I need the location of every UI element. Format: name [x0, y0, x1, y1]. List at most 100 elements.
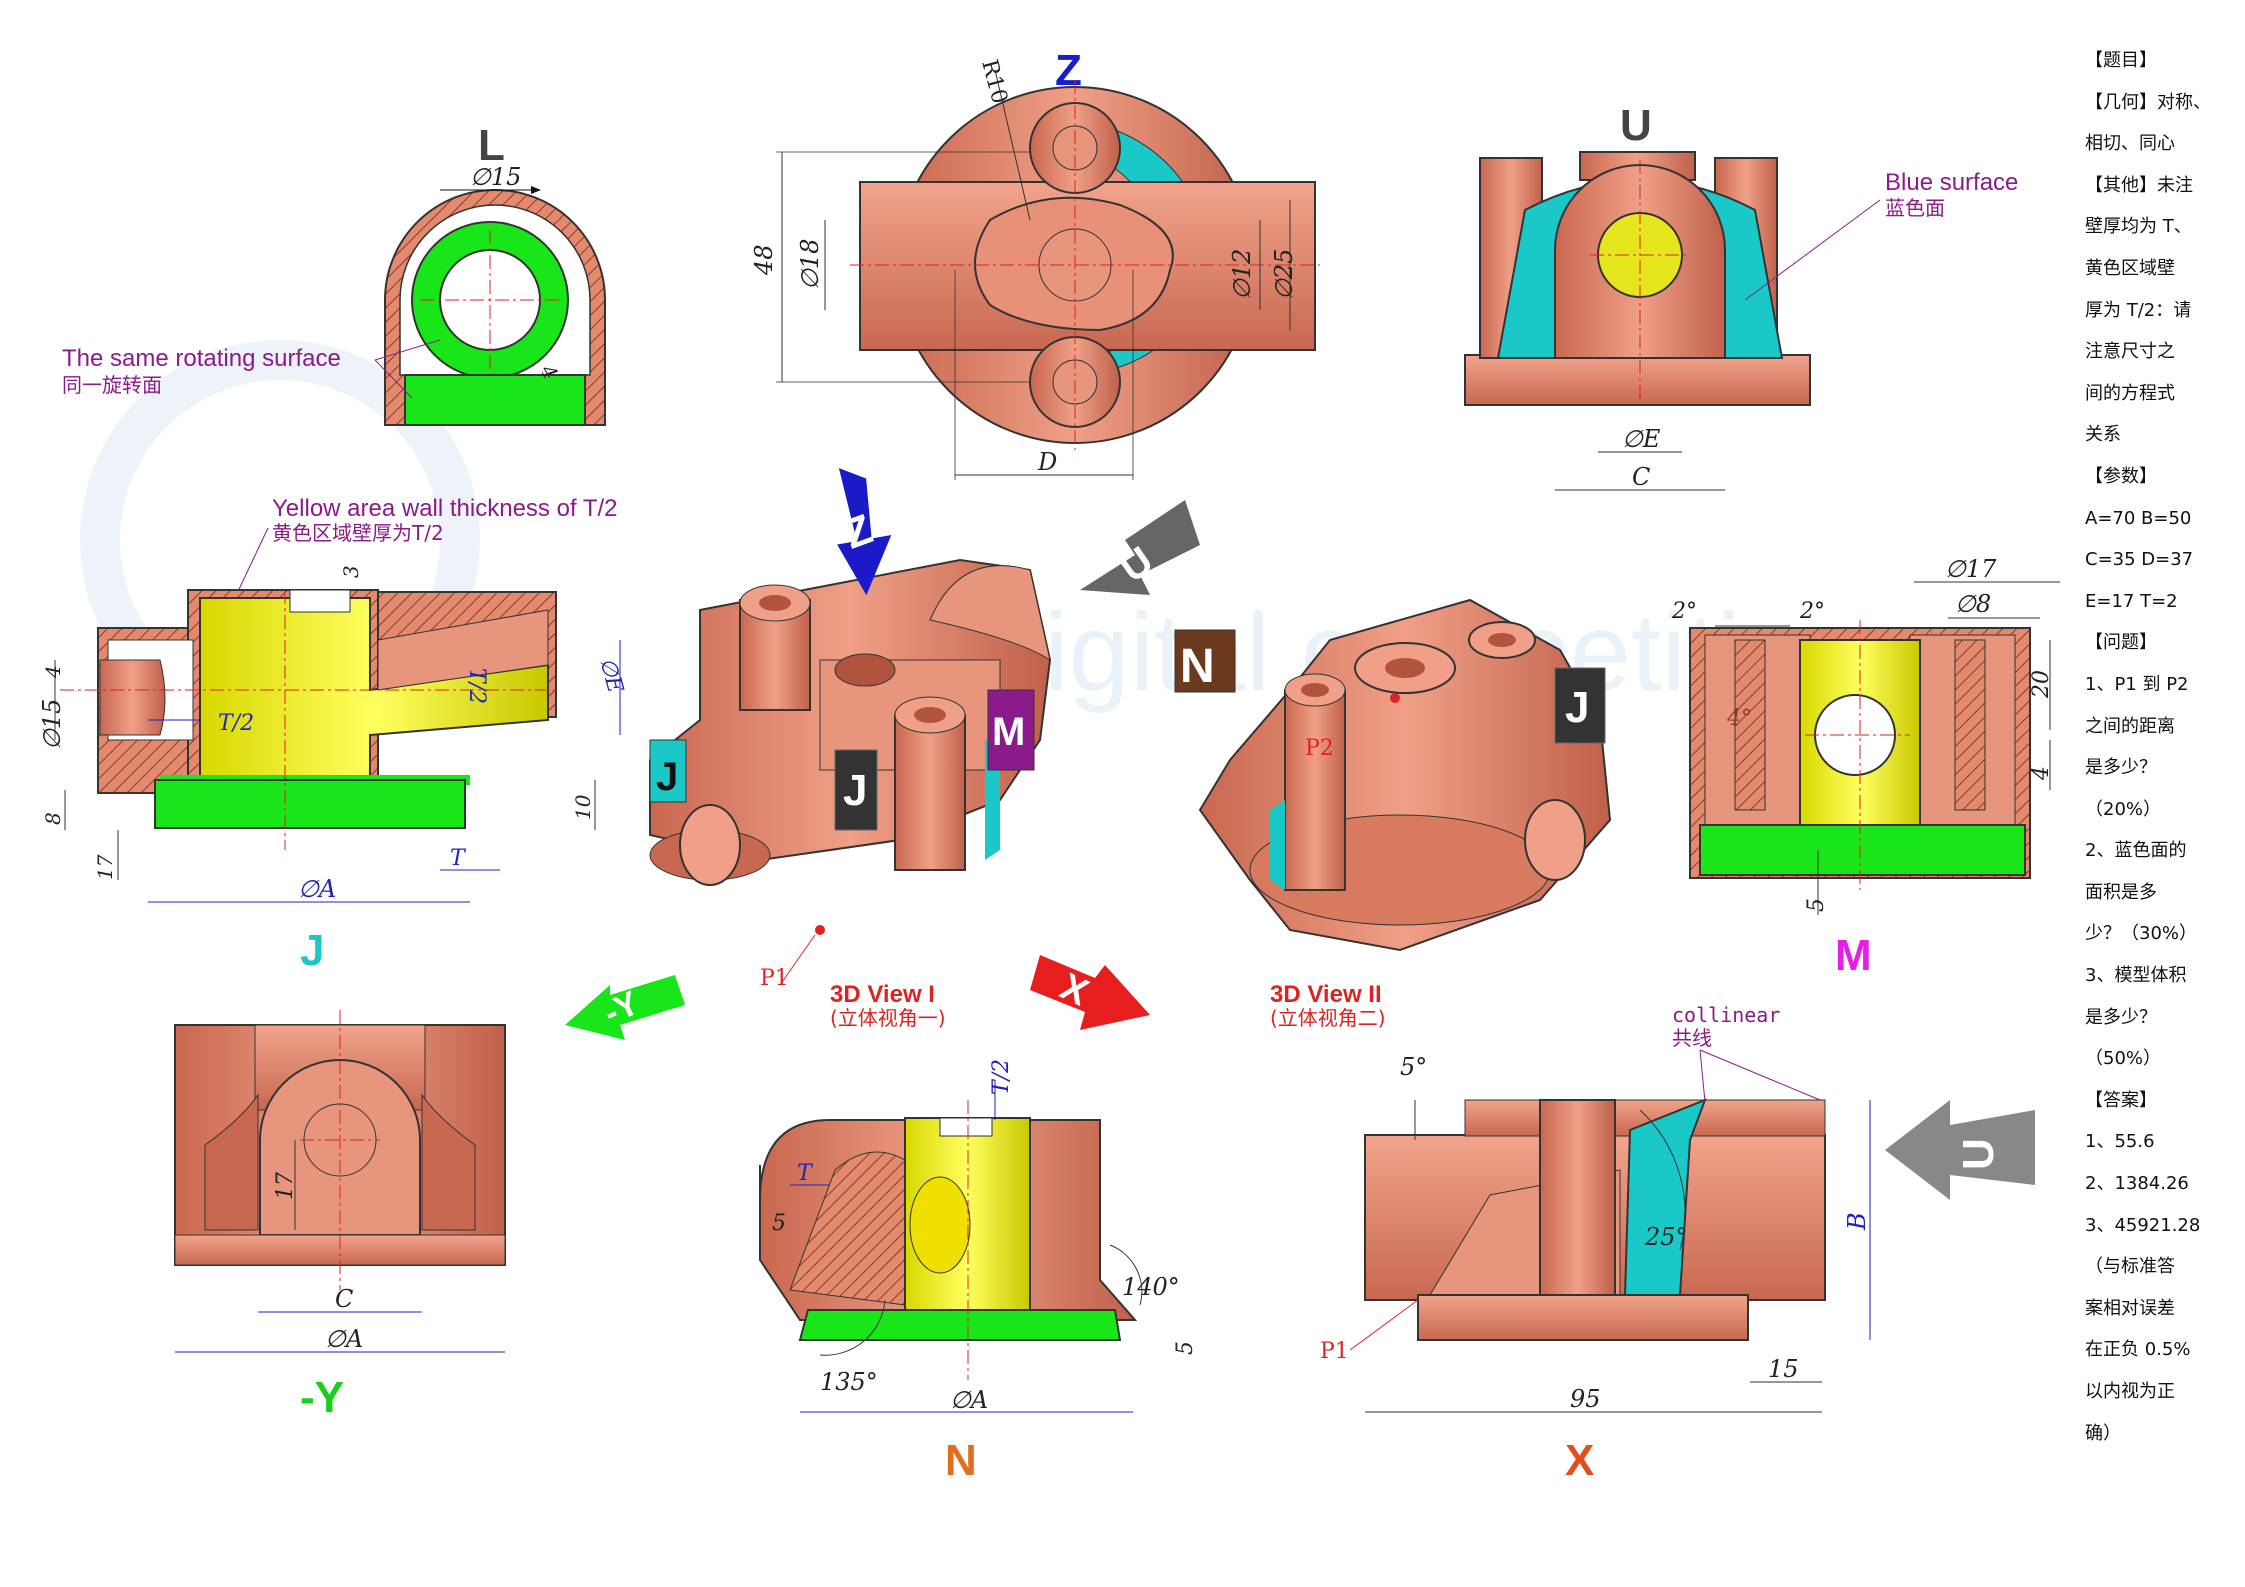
dim-U-phiE: ∅E — [1622, 425, 1661, 453]
view-U-label: U — [1620, 101, 1652, 150]
dim-N-T: T — [797, 1161, 814, 1186]
sidebar-line: 是多少？ — [2085, 1006, 2157, 1028]
iso2-sub: (立体视角二) — [1270, 1006, 1386, 1030]
dim-J-T2-b: T/2 — [464, 668, 489, 704]
sidebar-line: E=17 T=2 — [2085, 590, 2178, 612]
note-U-en: Blue surface — [1885, 169, 2018, 196]
sidebar-line: 以内视为正 — [2085, 1381, 2175, 1402]
sidebar-line: C=35 D=37 — [2085, 549, 2194, 571]
sidebar-line: A=70 B=50 — [2085, 507, 2192, 529]
dim-N-5b: 5 — [1173, 1341, 1198, 1355]
sidebar-line: 厚为 T/2：请 — [2085, 299, 2192, 321]
dim-J-8: 8 — [41, 812, 65, 825]
dim-U-C: C — [1632, 463, 1650, 491]
dim-Z-R10: R10 — [976, 57, 1012, 107]
view-Z: Z 48 ∅18 ∅12 ∅25 D R10 — [750, 46, 1320, 480]
sidebar-line: 关系 — [2085, 424, 2121, 446]
dim-Z-D: D — [1037, 448, 1057, 476]
dim-N-5a: 5 — [772, 1211, 786, 1236]
view-X: 5° collinear 共线 25° B P1 15 95 X — [1320, 1003, 1871, 1485]
view-Y-label: -Y — [300, 1373, 344, 1422]
sidebar-line: 是多少？ — [2085, 757, 2157, 779]
view-N-label: N — [945, 1436, 977, 1485]
sidebar-line: 1、P1 到 P2 — [2085, 673, 2189, 695]
dim-J-phiE: ∅E — [594, 655, 627, 696]
sidebar-line: 【几何】对称、 — [2085, 91, 2211, 113]
dim-M-2b: 2° — [1799, 599, 1825, 624]
dim-Z-phi18: ∅18 — [796, 239, 824, 290]
dim-J-17: 17 — [93, 854, 117, 880]
dim-Y-17: 17 — [273, 1172, 298, 1200]
dim-J-3: 3 — [339, 565, 363, 578]
dim-J-phi15: ∅15 — [38, 699, 66, 750]
sidebar-line: 黄色区域壁 — [2085, 257, 2175, 279]
sidebar-line: 3、45921.28 — [2085, 1214, 2201, 1236]
sidebar-line: 3、模型体积 — [2085, 965, 2187, 987]
dim-M-20: 20 — [2029, 670, 2054, 699]
sidebar-line: （50%） — [2085, 1048, 2162, 1070]
sidebar-line: 少？（30%） — [2085, 923, 2198, 945]
sidebar-line: 2、1384.26 — [2085, 1173, 2189, 1195]
u-view-arrow: U — [1885, 1100, 2035, 1200]
view-L-label: L — [478, 121, 505, 170]
view-J: Yellow area wall thickness of T/2 黄色区域壁厚… — [38, 495, 627, 975]
collinear-zh: 共线 — [1672, 1026, 1712, 1050]
dim-M-5: 5 — [1804, 898, 1829, 912]
dim-J-10: 10 — [571, 794, 595, 820]
note-L-zh: 同一旋转面 — [62, 373, 162, 397]
sidebar-line: 注意尺寸之 — [2085, 341, 2175, 363]
sidebar-line: 间的方程式 — [2085, 382, 2175, 404]
iso2-p2: P2 — [1305, 736, 1334, 761]
dim-X-5deg: 5° — [1400, 1053, 1427, 1081]
iso-view-2: N J P2 3D View II (立体视角二) — [1174, 598, 1612, 1030]
dim-N-phiA: ∅A — [950, 1386, 988, 1414]
dim-J-4: 4 — [41, 665, 65, 679]
dim-M-phi17: ∅17 — [1945, 555, 1997, 583]
view-X-label: X — [1565, 1436, 1594, 1485]
view-N: T/2 T 5 140° 5 135° ∅A N — [759, 1059, 1198, 1485]
sidebar-line: 【题目】 — [2085, 50, 2157, 71]
view-M: ∅17 ∅8 2° 2° 4° 20 4 5 M — [1671, 555, 2060, 980]
x-p1: P1 — [1320, 1339, 1349, 1364]
view-J-label: J — [300, 926, 324, 975]
sidebar-line: 【其他】未注 — [2085, 174, 2193, 196]
dim-J-T2-a: T/2 — [218, 711, 254, 736]
iso-view-1: Z U -Y X J J M P1 3D View I (立体视角一) — [565, 468, 1200, 1040]
note-J-zh: 黄色区域壁厚为T/2 — [272, 521, 444, 545]
dim-N-T2: T/2 — [989, 1059, 1014, 1095]
dim-Z-48: 48 — [750, 244, 778, 276]
dim-M-2a: 2° — [1671, 599, 1697, 624]
dim-Y-C: C — [335, 1285, 353, 1313]
sidebar-line: 【答案】 — [2085, 1089, 2157, 1111]
sidebar-line: 2、蓝色面的 — [2085, 840, 2187, 862]
dim-M-phi8: ∅8 — [1955, 590, 1991, 618]
iso1-p1: P1 — [760, 966, 789, 991]
dim-M-4deg: 4° — [1726, 706, 1752, 731]
sidebar-line: 案相对误差 — [2085, 1297, 2175, 1319]
dim-X-25deg: 25° — [1644, 1223, 1688, 1251]
view-U: U ∅E C Blue surface 蓝色面 — [1464, 101, 2018, 491]
sidebar-line: 1、55.6 — [2085, 1131, 2155, 1153]
dim-X-15: 15 — [1768, 1355, 1799, 1383]
sidebar-line: 壁厚均为 T、 — [2085, 216, 2192, 238]
sidebar-line: 面积是多 — [2085, 881, 2157, 903]
problem-sidebar: 【题目】 【几何】对称、 相切、同心 【其他】未注 壁厚均为 T、 黄色区域壁 … — [2085, 40, 2245, 1454]
note-U-zh: 蓝色面 — [1885, 196, 1945, 220]
dim-L-phi15: ∅15 — [470, 163, 521, 191]
dim-M-4: 4 — [2029, 766, 2054, 781]
flag-n: N — [1180, 640, 1215, 693]
view-M-label: M — [1835, 931, 1872, 980]
note-L-en: The same rotating surface — [62, 345, 341, 372]
view-L: L ∅15 4 The same rotating surface 同一旋转面 — [62, 121, 606, 426]
sidebar-line: （与标准答 — [2085, 1256, 2175, 1278]
sidebar-line: 【问题】 — [2085, 632, 2157, 654]
iso2-flag-j: J — [1565, 683, 1589, 732]
flag-j1: J — [656, 755, 678, 799]
iso2-title: 3D View II — [1270, 981, 1382, 1008]
dim-X-B: B — [1843, 1212, 1871, 1231]
dim-N-140: 140° — [1122, 1273, 1180, 1301]
iso1-sub: (立体视角一) — [830, 1006, 946, 1030]
sidebar-line: 之间的距离 — [2085, 715, 2175, 737]
view-Y: 17 C ∅A -Y — [174, 1010, 506, 1422]
